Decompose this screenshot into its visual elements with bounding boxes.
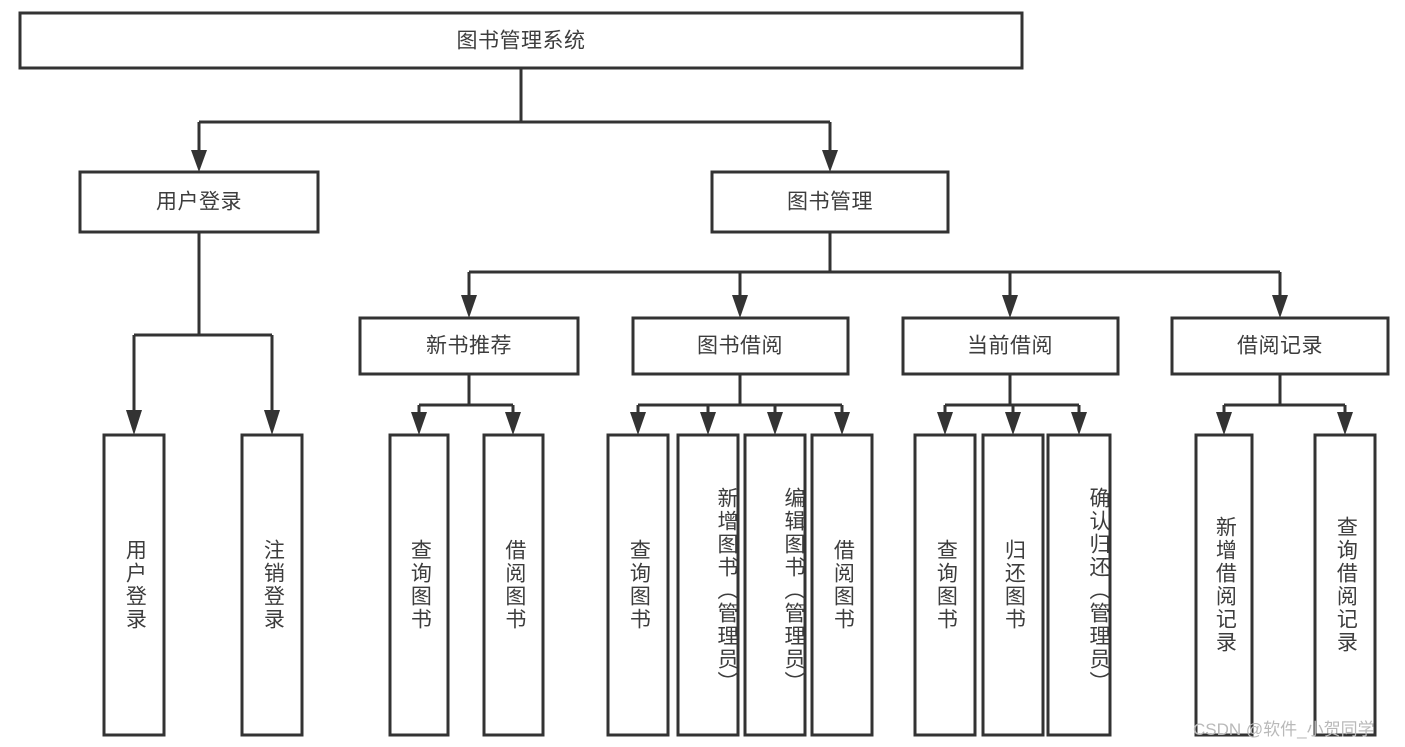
node-box-leaf-add-record[interactable] [1194, 433, 1254, 737]
arrow-bm-to-borrow-record [1272, 295, 1288, 318]
arrow-cb-c2 [1005, 412, 1021, 435]
node-box-user-login[interactable] [78, 170, 320, 234]
node-box-leaf-user-login[interactable] [102, 433, 166, 737]
arrow-root-to-user-login [191, 150, 207, 172]
node-box-leaf-query-book-br[interactable] [606, 433, 670, 737]
node-box-leaf-query-book-cb[interactable] [913, 433, 977, 737]
node-label-borrow-record: 借阅记录 [1237, 335, 1323, 358]
node-box-root[interactable] [18, 11, 1024, 70]
arrow-brr-c1 [1216, 412, 1232, 435]
connector-group-current-borrow [937, 374, 1087, 435]
node-box-borrow-record[interactable] [1170, 316, 1390, 376]
arrow-bm-to-current-borrow [1002, 295, 1018, 318]
arrow-root-to-book-manage [822, 150, 838, 172]
node-box-leaf-query-book-rec[interactable] [388, 433, 450, 737]
connector-group-new-book-rec [411, 374, 521, 435]
arrow-bm-to-new-book [461, 295, 477, 318]
arrow-brr-c2 [1337, 412, 1353, 435]
node-label-new-book-rec: 新书推荐 [426, 335, 512, 358]
connector-group-root [191, 68, 838, 172]
arrow-user-login-left [126, 410, 142, 435]
arrow-bb-c2 [700, 412, 716, 435]
arrow-bb-c3 [767, 412, 783, 435]
node-box-leaf-add-book[interactable] [676, 433, 740, 737]
arrow-bb-c4 [834, 412, 850, 435]
node-label-book-borrow: 图书借阅 [697, 335, 783, 358]
node-box-new-book-rec[interactable] [358, 316, 580, 376]
node-box-leaf-query-record[interactable] [1313, 433, 1377, 737]
arrow-bm-to-book-borrow [732, 295, 748, 318]
node-box-leaf-confirm-return[interactable] [1046, 433, 1112, 737]
node-label-current-borrow: 当前借阅 [967, 335, 1053, 358]
node-box-leaf-return-book[interactable] [981, 433, 1045, 737]
node-box-book-borrow[interactable] [631, 316, 850, 376]
arrow-cb-c1 [937, 412, 953, 435]
arrow-user-login-right [264, 410, 280, 435]
node-box-book-manage[interactable] [710, 170, 950, 234]
node-box-leaf-logout[interactable] [240, 433, 304, 737]
arrow-nbr-c1 [411, 412, 427, 435]
node-box-leaf-borrow-book-rec[interactable] [482, 433, 545, 737]
node-box-leaf-edit-book[interactable] [743, 433, 807, 737]
node-label-book-manage: 图书管理 [787, 191, 873, 214]
connector-group-book-manage [461, 232, 1288, 318]
arrow-nbr-c2 [505, 412, 521, 435]
connector-group-user-login [126, 232, 280, 435]
node-label-root: 图书管理系统 [457, 30, 586, 53]
csdn-watermark: CSDN @软件_小贺同学 [1193, 720, 1375, 739]
arrow-bb-c1 [630, 412, 646, 435]
node-box-leaf-borrow-book-br[interactable] [810, 433, 874, 737]
connector-group-book-borrow [630, 374, 850, 435]
connector-group-borrow-record [1216, 374, 1353, 435]
arrow-cb-c3 [1071, 412, 1087, 435]
node-box-current-borrow[interactable] [901, 316, 1120, 376]
node-label-user-login: 用户登录 [156, 191, 242, 214]
